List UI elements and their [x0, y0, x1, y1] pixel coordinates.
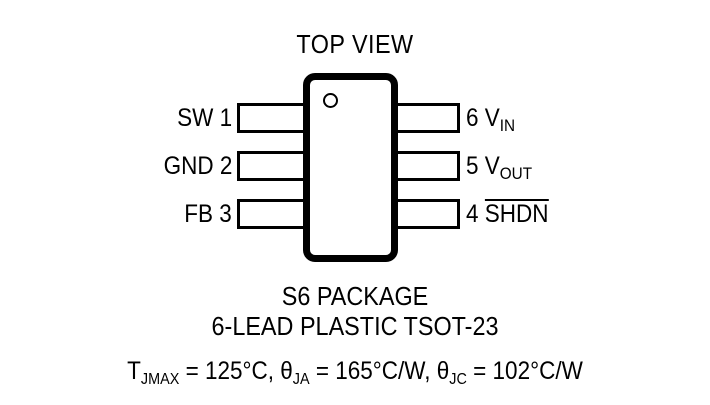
pin-label-vout-subscript: OUT: [499, 164, 533, 183]
top-view-title: TOP VIEW: [296, 29, 414, 59]
lead-pin-2: [237, 151, 309, 181]
theta-ja-value: = 165°C/W,: [309, 357, 437, 385]
pin-label-vin-subscript: IN: [499, 116, 516, 135]
pin-label-vout-prefix: 5 V: [466, 152, 500, 180]
thermal-specs-caption: TJMAX = 125°C, θJA = 165°C/W, θJC = 102°…: [36, 357, 675, 388]
lead-pin-4: [393, 199, 460, 229]
lead-pin-3: [237, 199, 309, 229]
pin-label-vin-6: 6 VIN: [466, 103, 516, 135]
pin-label-vout-5: 5 VOUT: [466, 151, 533, 183]
theta-jc-subscript: JC: [449, 371, 467, 388]
tjmax-symbol: T: [127, 357, 141, 385]
theta-ja-subscript: JA: [292, 371, 310, 388]
pin-label-gnd-2: GND 2: [163, 152, 232, 180]
pin-label-shdn-barred: SHDN: [484, 199, 549, 228]
theta-jc-value: = 102°C/W: [466, 357, 583, 385]
tjmax-value: = 125°C,: [179, 357, 281, 385]
theta-ja-symbol: θ: [280, 357, 293, 385]
pin-label-vin-prefix: 6 V: [466, 104, 500, 132]
pin-label-fb-3: FB 3: [184, 200, 232, 228]
tjmax-subscript: JMAX: [140, 371, 180, 388]
pin-label-shdn-prefix: 4: [466, 200, 485, 228]
pin-label-shdn-4: 4 SHDN: [466, 199, 549, 229]
package-body-outline: [303, 73, 398, 262]
theta-jc-symbol: θ: [436, 357, 450, 385]
lead-pin-6: [393, 103, 460, 133]
lead-pin-5: [393, 151, 460, 181]
pin-1-indicator-dot: [323, 93, 338, 108]
pin-label-sw-1: SW 1: [176, 104, 232, 132]
lead-pin-1: [237, 103, 309, 133]
package-name-caption: S6 PACKAGE: [281, 281, 429, 311]
package-description-caption: 6-LEAD PLASTIC TSOT-23: [211, 311, 499, 341]
